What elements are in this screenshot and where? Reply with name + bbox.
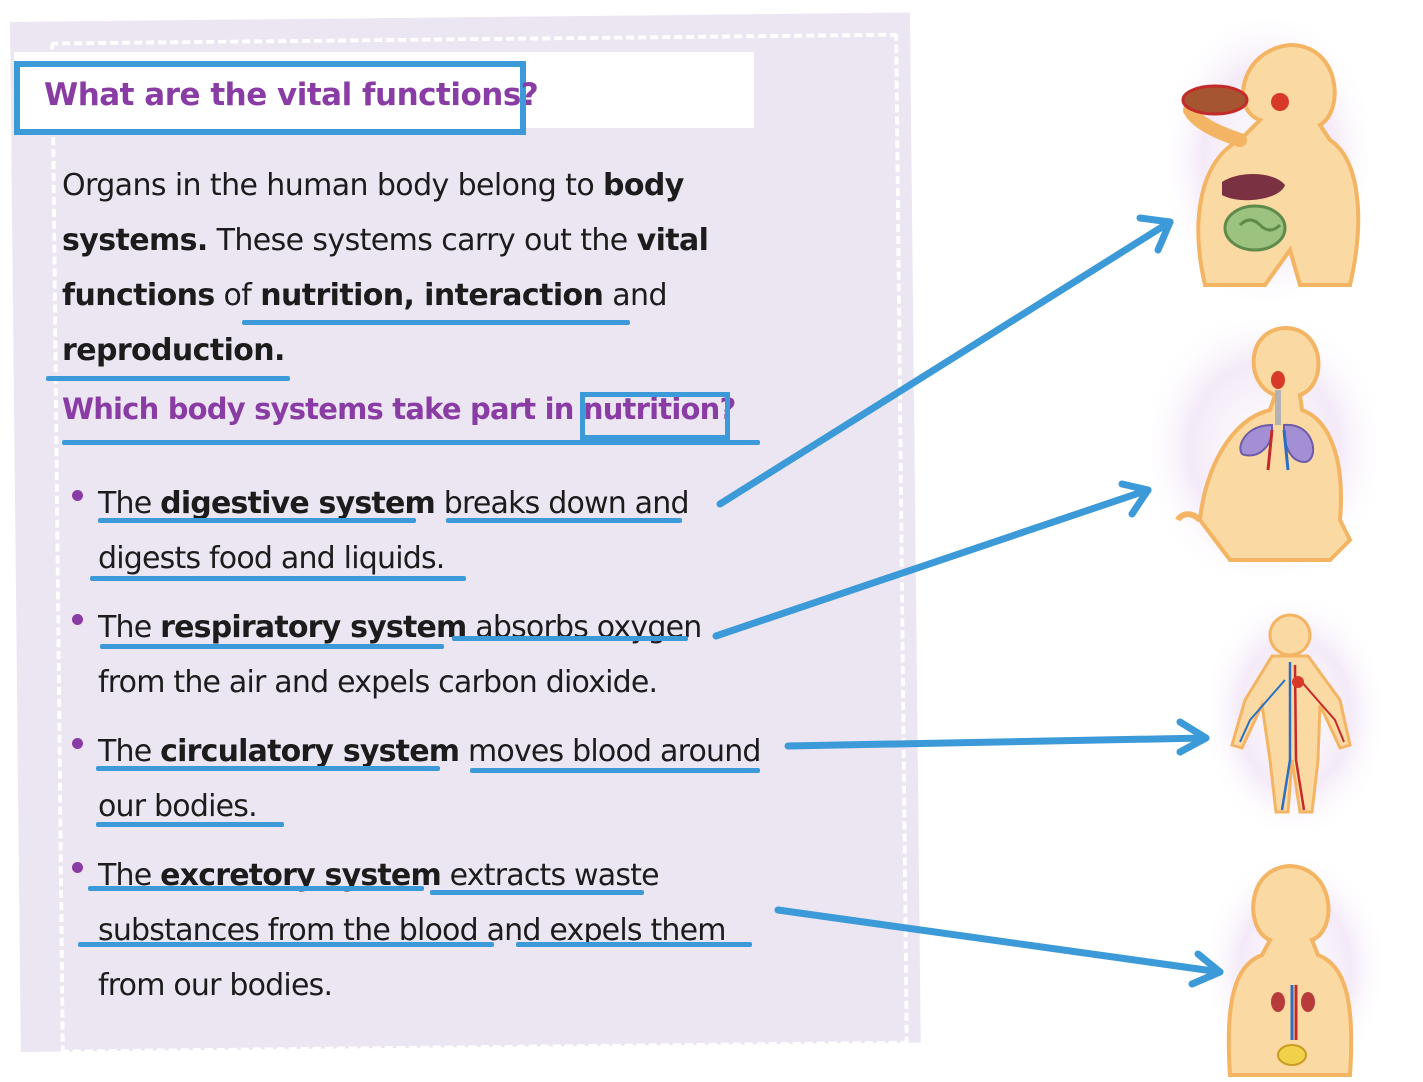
intro-bold-term: nutrition, interaction [260, 278, 604, 313]
arrow-digestive-head [1136, 214, 1174, 254]
underline [46, 376, 290, 381]
nutrition-highlight-box [580, 392, 730, 440]
intro-bold-term: reproduction. [62, 333, 285, 368]
arrow-respiratory [712, 486, 1152, 640]
underline [96, 822, 284, 827]
underline [242, 320, 630, 325]
bullet-dot [72, 738, 83, 749]
intro-bold-term: body systems. [62, 168, 684, 258]
item-text: digests food and liquids. [98, 541, 445, 576]
underline [470, 768, 760, 773]
intro-text: Organs in the human body belong to [62, 168, 604, 203]
item-text: The [98, 486, 161, 521]
bullet-dot [72, 490, 83, 501]
digestive-figure-icon [1168, 20, 1368, 300]
connector-arrows [712, 214, 1224, 988]
underline [430, 890, 644, 895]
underline [88, 886, 424, 891]
system-list: The digestive system breaks down and dige… [70, 476, 790, 1027]
title-box: What are the vital functions? [14, 61, 539, 135]
intro-bold-term: vital functions [62, 223, 709, 313]
arrow-respiratory-head [1118, 480, 1152, 518]
arrow-circulatory-head [1176, 718, 1210, 756]
item-text: from the air and expels carbon dioxide. [98, 665, 658, 700]
list-item-circulatory: The circulatory system moves blood aroun… [70, 724, 790, 834]
bullet-dot [72, 614, 83, 625]
item-text: breaks down and [434, 486, 690, 521]
respiratory-figure-icon [1150, 318, 1378, 578]
intro-text: of [214, 278, 261, 313]
arrow-digestive [716, 218, 1174, 508]
underline [516, 942, 752, 947]
underline [98, 518, 416, 523]
arrow-excretory [774, 906, 1224, 976]
arrow-excretory-head [1188, 950, 1224, 988]
system-name: digestive system [160, 486, 436, 521]
question-text: Which body systems take part in [62, 392, 583, 426]
circulatory-figure-icon [1210, 600, 1380, 830]
underline [96, 766, 440, 771]
underline [62, 440, 760, 445]
system-name: respiratory system [160, 610, 467, 645]
section-question: Which body systems take part in nutritio… [62, 392, 736, 426]
intro-text: and [603, 278, 667, 313]
arrow-circulatory [784, 734, 1210, 750]
underline [78, 942, 494, 947]
intro-paragraph: Organs in the human body belong to body … [62, 158, 722, 378]
underline [90, 576, 466, 581]
intro-text: These systems carry out the [207, 223, 637, 258]
item-text: from our bodies. [98, 968, 333, 1003]
page-title: What are the vital functions? [44, 77, 539, 113]
item-text: moves blood around [459, 734, 762, 769]
underline [100, 644, 444, 649]
item-text: The [98, 610, 161, 645]
question-highlight: nutrition [582, 392, 720, 426]
system-name: circulatory system [160, 734, 460, 769]
underline [452, 636, 688, 641]
underline [446, 518, 682, 523]
item-text: The [98, 734, 161, 769]
list-item-digestive: The digestive system breaks down and dige… [70, 476, 790, 586]
excretory-figure-icon [1210, 860, 1380, 1077]
bullet-dot [72, 862, 83, 873]
item-text: extracts waste [440, 858, 660, 893]
item-text: our bodies. [98, 789, 258, 824]
